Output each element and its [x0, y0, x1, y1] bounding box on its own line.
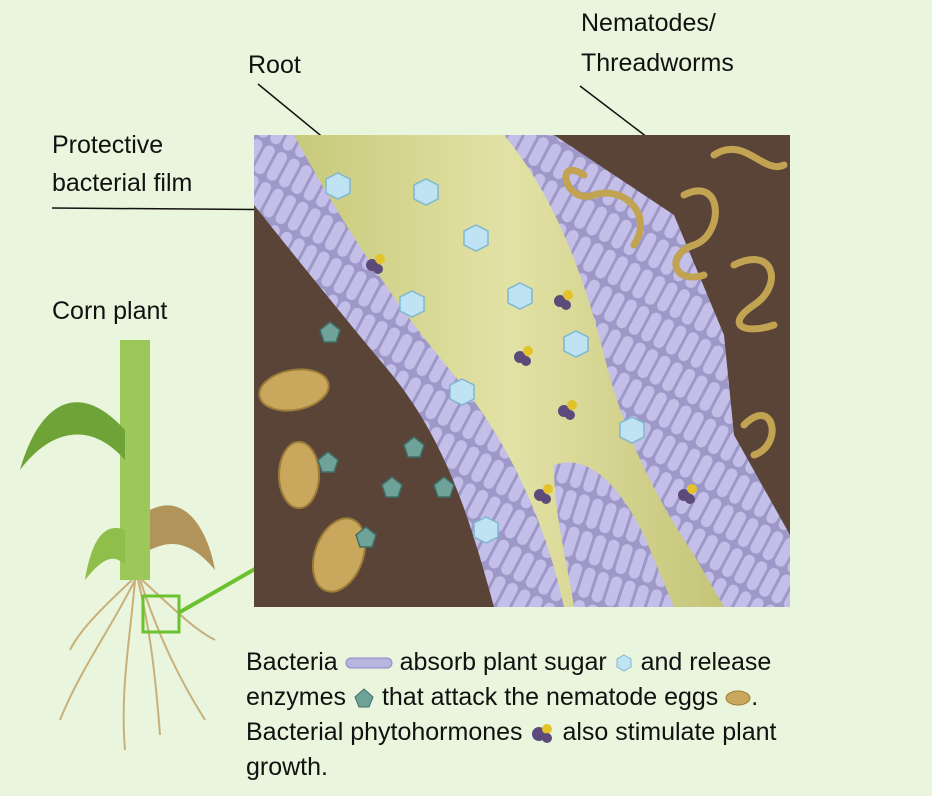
caption-phyto: Bacterial phytohormones [246, 718, 523, 746]
caption-growth: growth. [246, 753, 328, 781]
caption-attack: that attack the nematode eggs [382, 683, 718, 711]
caption-bacteria: Bacteria [246, 648, 338, 676]
corn-plant-illustration [0, 340, 240, 760]
threadworms-label: Threadworms [581, 48, 734, 78]
caption-release: and release [641, 648, 772, 676]
corn-roots [60, 580, 215, 750]
caption: Bacteria absorb plant sugar and release … [246, 645, 932, 785]
caption-stimulate: also stimulate plant [562, 718, 776, 746]
bacterial-film-label: bacterial film [52, 168, 192, 198]
phytohormone-icon [530, 721, 556, 745]
caption-enzymes: enzymes [246, 683, 346, 711]
root-cross-section [254, 135, 790, 607]
nematodes-label: Nematodes/ [581, 8, 716, 38]
corn-plant-label: Corn plant [52, 296, 167, 326]
egg-icon [725, 690, 751, 706]
bacteria-icon [345, 656, 393, 670]
corn-leaf-left [20, 402, 125, 470]
caption-absorb: absorb plant sugar [400, 648, 607, 676]
enzyme-icon [353, 687, 375, 709]
root-label: Root [248, 50, 301, 80]
corn-leaf-lower [85, 528, 125, 580]
caption-period: . [751, 683, 758, 711]
corn-leaf-right [150, 505, 215, 570]
sugar-crystal-icon [614, 653, 634, 673]
protective-film-label: Protective [52, 130, 163, 160]
